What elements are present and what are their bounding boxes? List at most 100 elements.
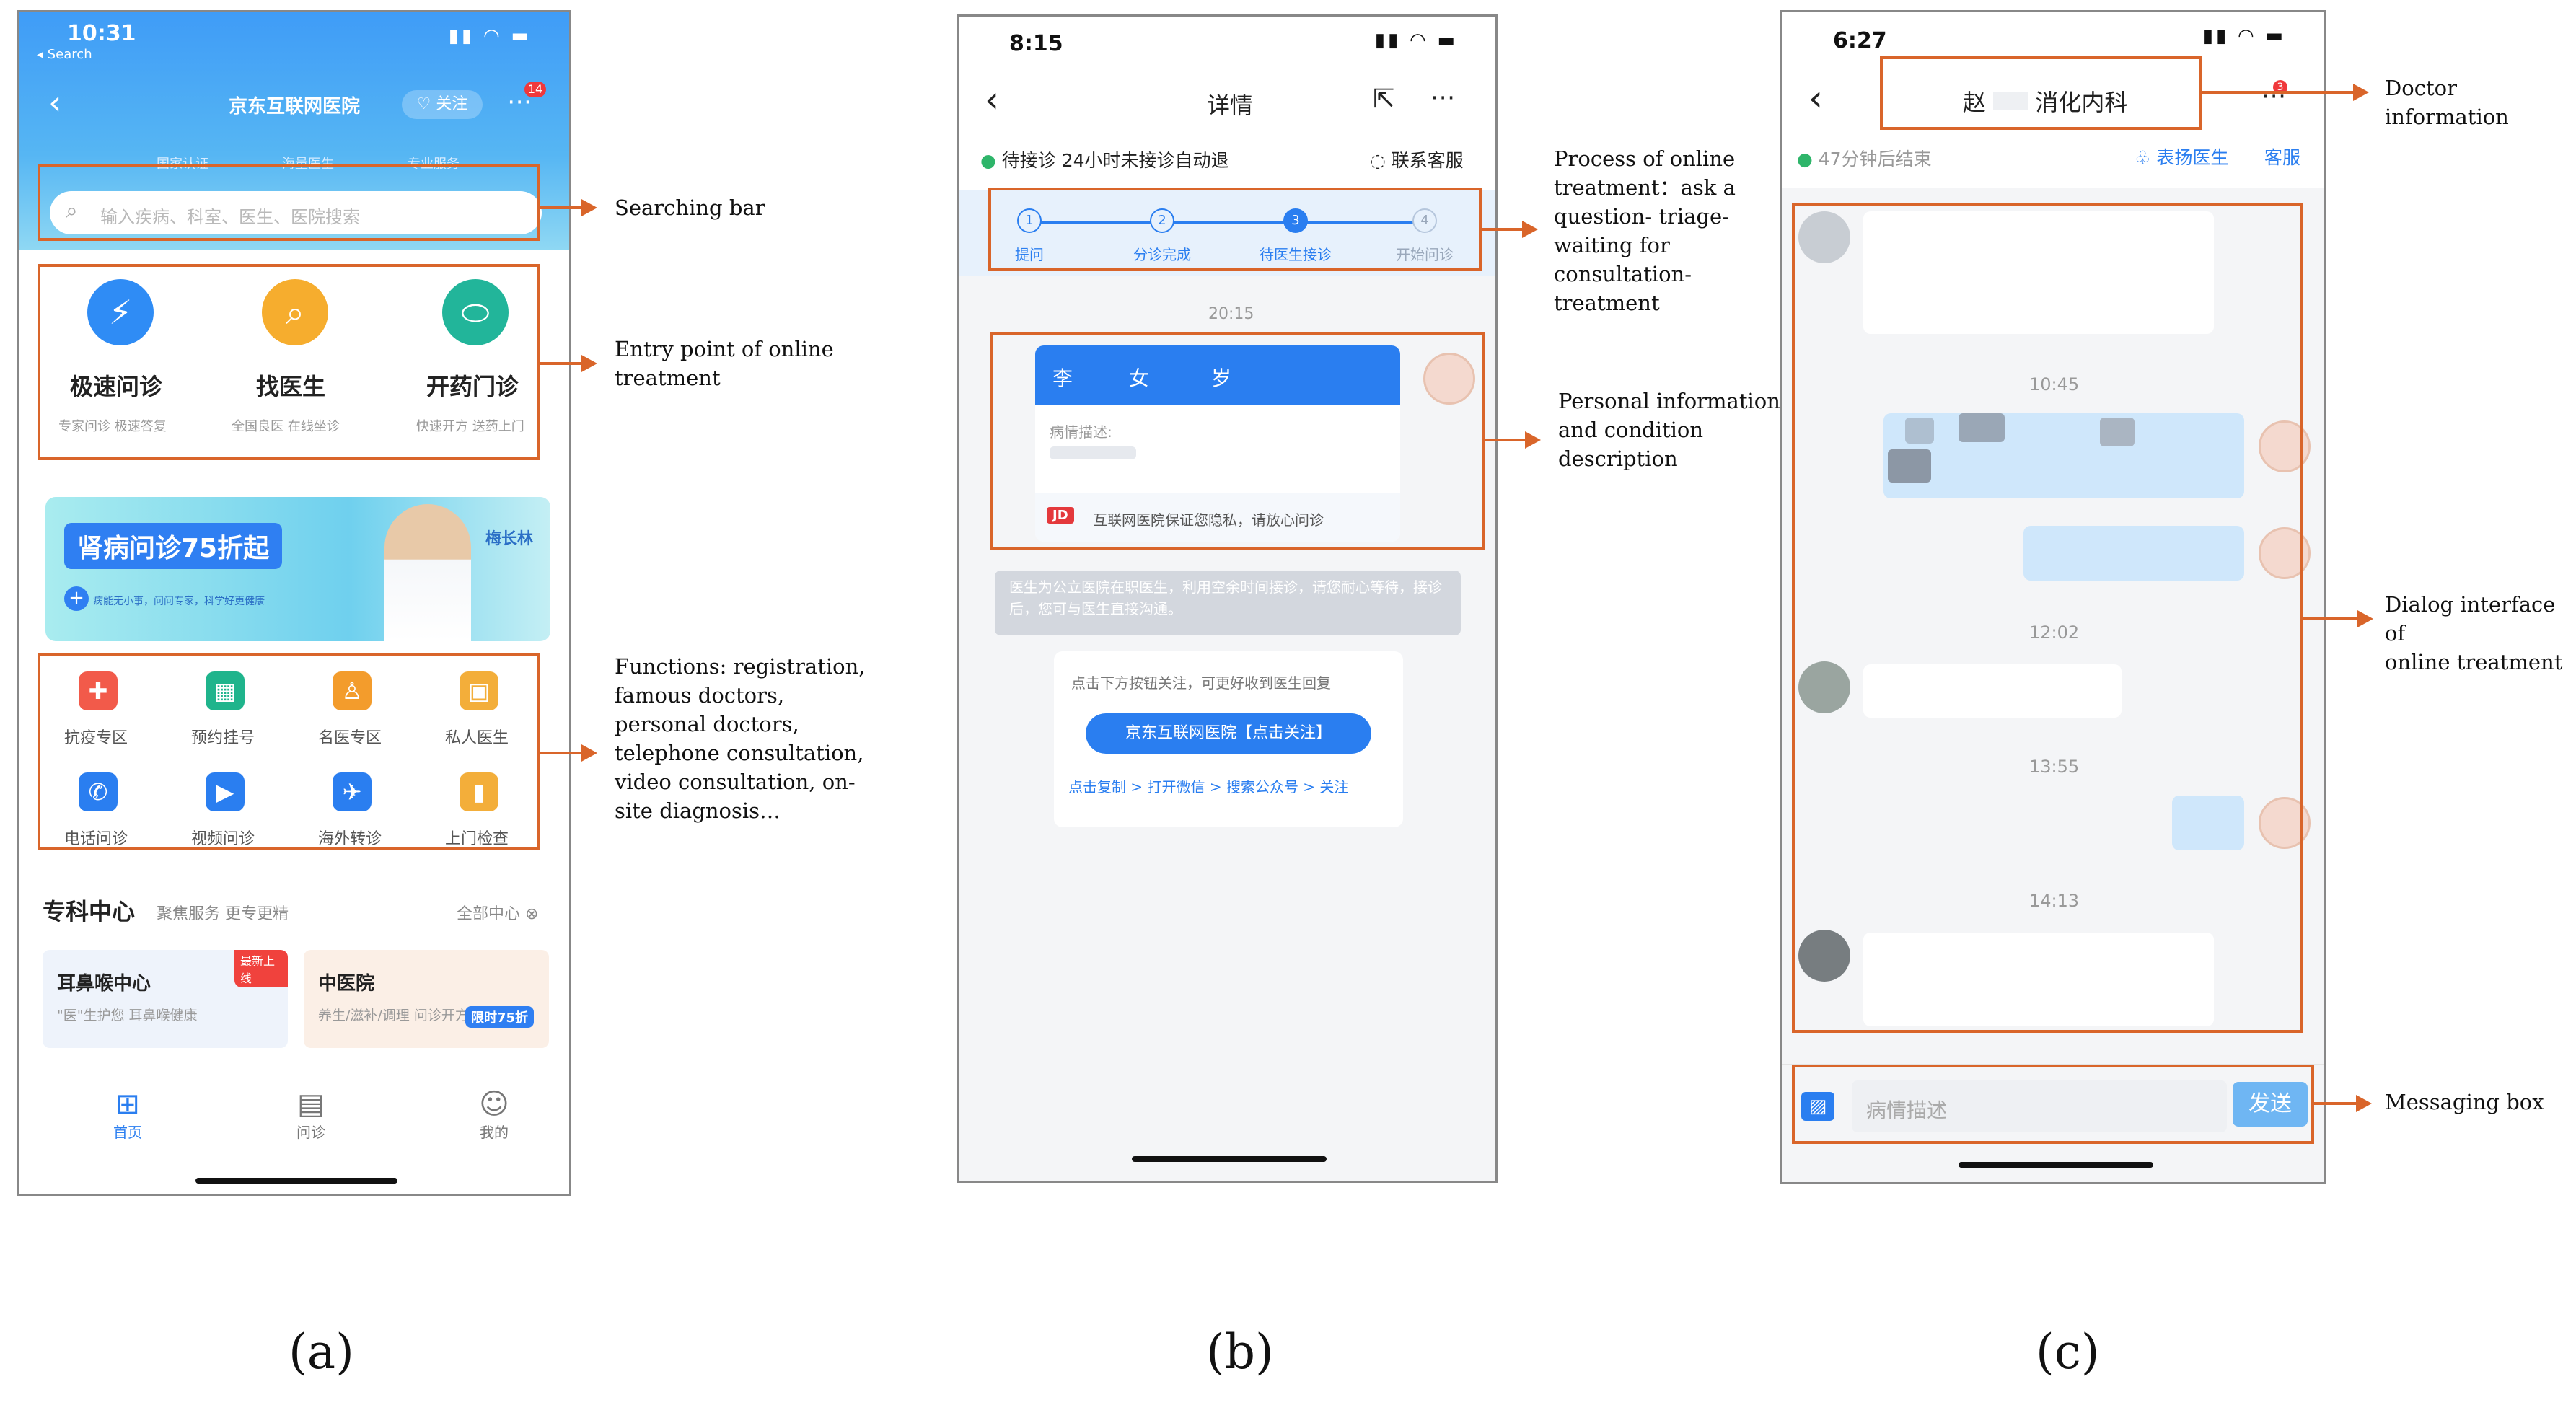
tab-home[interactable]: ⊞ 首页 — [92, 1088, 164, 1142]
card-title: 耳鼻喉中心 — [57, 973, 151, 995]
status-bar: 8:15 ▮▮ ◠ ▬ — [959, 17, 1495, 67]
desc-label: 病情描述: — [1050, 423, 1112, 441]
func-registration[interactable]: ▦ 预约挂号 — [178, 671, 272, 751]
message-badge: 14 — [524, 82, 546, 97]
privacy-text: 互联网医院保证您隐私，请放心问诊 — [1093, 511, 1324, 529]
step-label: 开始问诊 — [1396, 246, 1454, 263]
status-time: 6:27 — [1833, 28, 1887, 53]
arrow-functions — [540, 752, 581, 754]
func-label: 名医专区 — [318, 729, 382, 747]
step-num: 3 — [1283, 208, 1308, 233]
func-overseas[interactable]: ✈ 海外转诊 — [305, 772, 399, 852]
tab-consult[interactable]: ▤ 问诊 — [275, 1088, 347, 1142]
notice-box: 医生为公立医院在职医生，利用空余时间接诊，请您耐心等待，接诊后，您可与医生直接沟… — [995, 571, 1461, 635]
arrow-head — [2353, 84, 2369, 101]
promo-banner[interactable]: 肾病问诊75折起 病能无小事，问问专家，科学好更健康 + 梅长林 — [45, 497, 550, 641]
home-indicator — [1959, 1162, 2153, 1168]
signal-wifi-battery-icon: ▮▮ ◠ ▬ — [2202, 25, 2286, 47]
chat-time: 14:13 — [2029, 891, 2080, 911]
specialty-card-ent[interactable]: 耳鼻喉中心 "医"生护您 耳鼻喉健康 最新上线 — [43, 950, 288, 1048]
patient-card[interactable]: 李 女 岁 病情描述: JD 互联网医院保证您隐私，请放心问诊 — [1035, 345, 1400, 542]
annotation-line: treatment — [615, 366, 721, 390]
func-label: 抗疫专区 — [64, 729, 128, 747]
func-home-visit[interactable]: ▮ 上门检查 — [432, 772, 526, 852]
search-icon: ⌕ — [262, 279, 328, 345]
doctor-department: 消化内科 — [2035, 89, 2128, 116]
func-phone[interactable]: ✆ 电话问诊 — [51, 772, 145, 852]
annotation-personal: Personal information and condition descr… — [1558, 387, 1780, 473]
annotation-line: consultation- — [1554, 262, 1692, 286]
doctor-name: 赵 — [1963, 89, 1987, 116]
entry-prescription[interactable]: ⬭ 开药门诊 快速开方 送药上门 — [390, 272, 556, 459]
video-icon: ▶ — [206, 772, 245, 811]
cross-icon: ✚ — [79, 671, 118, 710]
follow-box: 点击下方按钮关注，可更好收到医生回复 京东互联网医院【点击关注】 点击复制 > … — [1054, 651, 1403, 827]
home-indicator — [195, 1178, 397, 1184]
message-bubble-doctor — [1863, 933, 2214, 1026]
func-famous-doctors[interactable]: ♙ 名医专区 — [305, 671, 399, 751]
more-icon[interactable]: ⋯ — [1430, 83, 1455, 112]
entry-quick-consult[interactable]: ⚡ 极速问诊 专家问诊 极速答复 — [41, 272, 200, 459]
entry-sub: 快速开方 送药上门 — [416, 419, 524, 434]
follow-button[interactable]: ♡ 关注 — [402, 90, 483, 119]
patient-age: 岁 — [1211, 366, 1232, 390]
specialty-all-label: 全部中心 — [457, 905, 521, 923]
pill-icon: ⬭ — [442, 279, 509, 345]
back-icon[interactable]: ‹ — [1808, 77, 1823, 119]
func-anti-epidemic[interactable]: ✚ 抗疫专区 — [51, 671, 145, 751]
arrow-dialog — [2303, 617, 2357, 620]
doctor-avatar — [1798, 211, 1850, 263]
annotation-line: question- triage- — [1554, 204, 1729, 229]
follow-button[interactable]: 京东互联网医院【点击关注】 — [1086, 713, 1371, 754]
close-circle-icon: ⊗ — [525, 905, 539, 923]
blurred-content — [1959, 413, 2005, 442]
annotation-line: and condition — [1558, 418, 1704, 442]
contact-service[interactable]: ◌ 联系客服 — [1370, 146, 1464, 172]
func-private-doctor[interactable]: ▣ 私人医生 — [432, 671, 526, 751]
doctor-avatar — [1798, 930, 1850, 982]
status-time: 8:15 — [1009, 31, 1063, 56]
image-icon[interactable]: ▨ — [1801, 1092, 1834, 1121]
func-video[interactable]: ▶ 视频问诊 — [178, 772, 272, 852]
tab-me[interactable]: ☺ 我的 — [458, 1088, 530, 1142]
phone-icon: ✆ — [79, 772, 118, 811]
message-input[interactable]: 病情描述 — [1852, 1080, 2227, 1132]
func-label: 私人医生 — [445, 729, 509, 747]
share-icon[interactable]: ⇱ — [1373, 84, 1395, 114]
highlight-search-bar — [38, 164, 540, 241]
service-link[interactable]: 客服 — [2264, 147, 2301, 168]
praise-doctor[interactable]: ♧ 表扬医生 — [2135, 144, 2228, 169]
highlight-process-steps — [988, 188, 1482, 271]
heart-icon: ♡ — [416, 95, 431, 113]
follow-label: 关注 — [436, 95, 468, 113]
status-text: 待接诊 24小时未接诊自动退 — [1001, 150, 1229, 171]
blurred-description — [1050, 446, 1136, 459]
green-dot-icon: ● — [1797, 149, 1813, 169]
search-bar[interactable]: ⌕ 输入疾病、科室、医生、医院搜索 — [50, 191, 542, 234]
card-footer: JD 互联网医院保证您隐私，请放心问诊 — [1035, 493, 1400, 542]
annotation-line: personal doctors, — [615, 712, 799, 736]
back-to-app[interactable]: ◂ Search — [37, 47, 92, 62]
banner-title: 肾病问诊75折起 — [64, 523, 283, 569]
send-button[interactable]: 发送 — [2233, 1082, 2308, 1127]
arrow-head — [1522, 221, 1538, 238]
specialty-card-tcm[interactable]: 中医院 养生/滋补/调理 问诊开方 限时75折 — [304, 950, 549, 1048]
doctor-name: 梅长林 — [485, 530, 534, 548]
back-icon[interactable]: ‹ — [985, 79, 999, 120]
user-icon: ☺ — [479, 1088, 509, 1121]
follow-steps[interactable]: 点击复制 > 打开微信 > 搜索公众号 > 关注 — [1068, 778, 1349, 796]
message-bubble-patient — [2172, 796, 2244, 850]
entry-find-doctor[interactable]: ⌕ 找医生 全国良医 在线坐诊 — [216, 272, 374, 459]
patient-gender: 女 — [1129, 366, 1150, 390]
back-icon[interactable]: ‹ — [48, 83, 62, 122]
end-note: ● 47分钟后结束 — [1797, 145, 1932, 171]
doctor-title: 赵 消化内科 — [1963, 84, 2127, 118]
trust-row: 国家认证 海量医生 专业服务 — [157, 154, 460, 172]
specialty-all-link[interactable]: 全部中心 ⊗ — [457, 901, 538, 924]
tab-label: 我的 — [480, 1124, 509, 1141]
doctor-icon: ♙ — [333, 671, 372, 710]
card-title: 中医院 — [318, 973, 375, 995]
search-placeholder: 输入疾病、科室、医生、医院搜索 — [100, 207, 360, 227]
annotation-line: description — [1558, 446, 1678, 471]
input-placeholder: 病情描述 — [1866, 1098, 1948, 1122]
